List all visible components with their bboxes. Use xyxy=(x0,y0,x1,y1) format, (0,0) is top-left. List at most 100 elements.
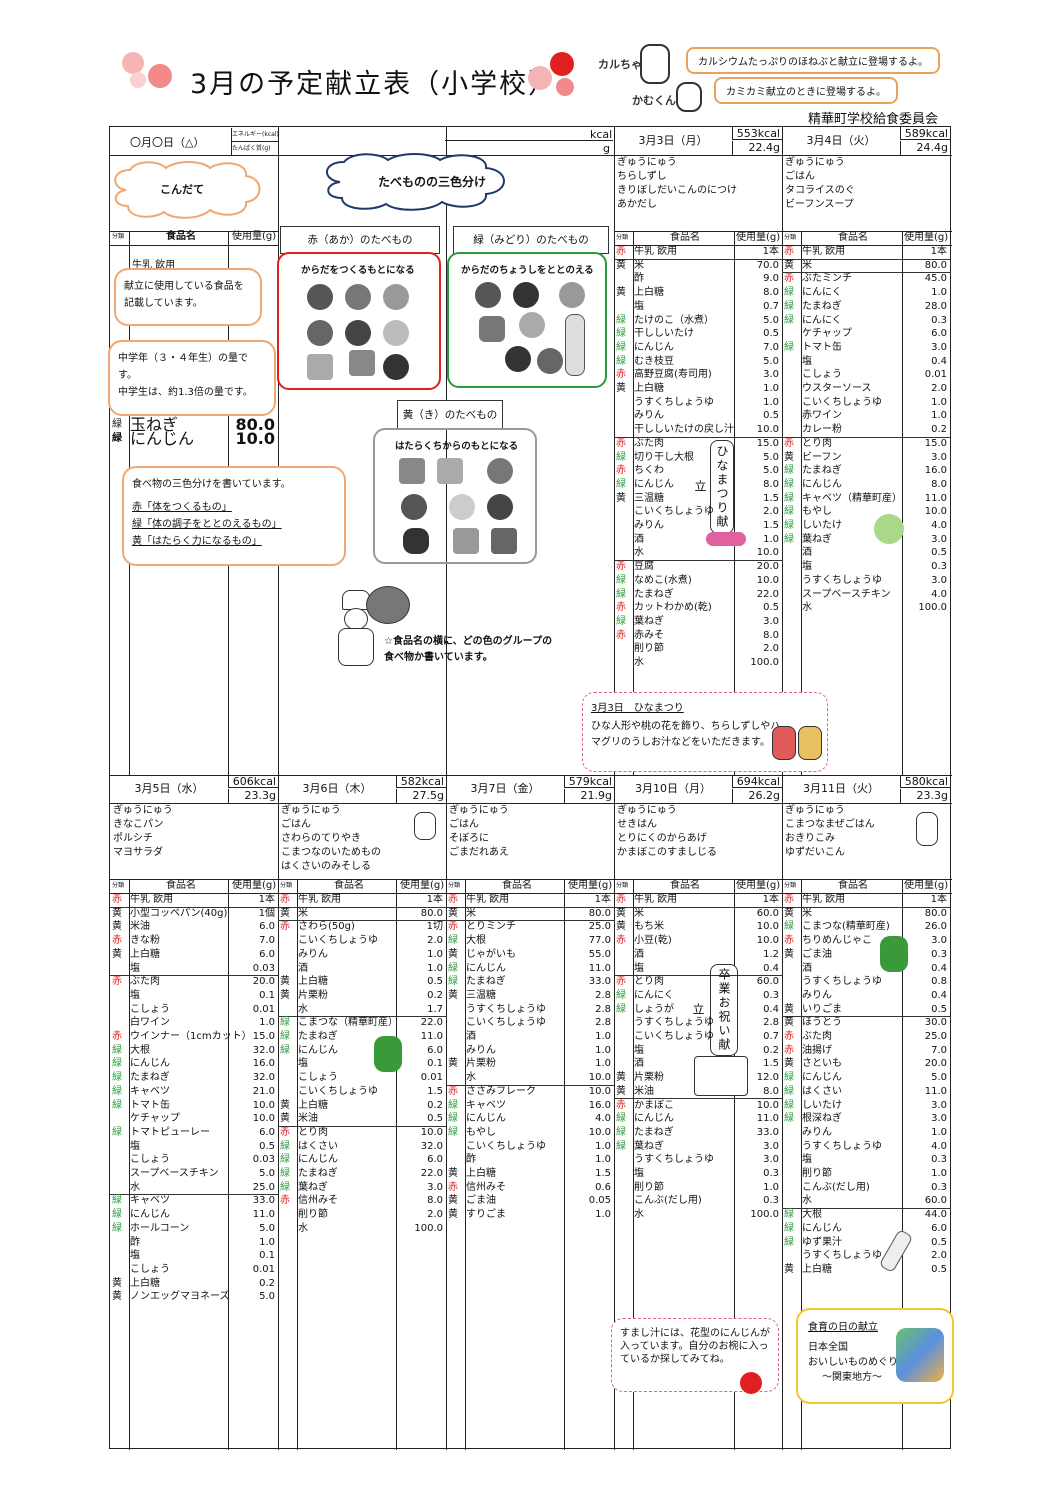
ingredient-name: にんじん xyxy=(298,1044,338,1056)
ingredient-name: 上白糖 xyxy=(634,383,664,394)
ingredient-name: ホールコーン xyxy=(130,1222,190,1234)
ingredient-qty: 0.5 xyxy=(259,1140,275,1152)
ingredient-qty: 3.0 xyxy=(931,533,947,545)
ingredient-name: 大根 xyxy=(802,1209,822,1221)
ingredient-name: にんじん xyxy=(466,962,506,974)
ingredient-name: 葉ねぎ xyxy=(298,1181,328,1193)
day-date: 3月11日（火） xyxy=(803,782,879,795)
ingredient-group: 黄 xyxy=(448,948,458,960)
ingredient-group: 緑 xyxy=(616,355,626,367)
ingredient-name: キャベツ xyxy=(130,1195,170,1207)
ingredient-qty: 77.0 xyxy=(588,935,611,947)
ingredient-row: 赤ウインナー（1cmカット）15.0 xyxy=(110,1030,278,1044)
ingredient-name: 小型コッペパン(40g) xyxy=(130,907,228,919)
legend-energy-label: エネルギー(kcal) xyxy=(231,128,279,142)
ingredient-qty: 33.0 xyxy=(756,1126,779,1138)
ingredient-qty: 1.5 xyxy=(763,1058,779,1070)
diploma-icon xyxy=(694,1056,748,1096)
ingredient-name: にんじん xyxy=(466,1113,506,1125)
ingredient-name: ウインナー（1cmカット） xyxy=(130,1031,252,1042)
ingredient-name: 小豆(乾) xyxy=(634,935,672,947)
ingredient-name: たまねぎ xyxy=(298,1031,338,1042)
col-food: 食品名 xyxy=(334,880,364,891)
potato-icon xyxy=(487,458,513,484)
ingredient-group: 赤 xyxy=(112,894,122,905)
tofu-icon xyxy=(307,354,333,380)
shokuiku-title: 食育の日の献立 xyxy=(808,1322,878,1333)
bubble-colors-red: 赤「体をつくるもの」 xyxy=(132,502,232,513)
ingredient-name: 上白糖 xyxy=(466,1168,496,1179)
ingredient-group: 緑 xyxy=(112,1195,122,1207)
yellow-group-title: 黄（き）のたべもの xyxy=(397,400,503,430)
ingredient-name: 干ししいたけの戻し汁 xyxy=(634,424,734,436)
ingredient-group: 緑 xyxy=(280,1017,290,1029)
ingredient-name: こいくちしょうゆ xyxy=(634,506,714,518)
ingredient-name: 塩 xyxy=(130,1250,140,1262)
ingredient-group: 黄 xyxy=(784,1017,794,1029)
ingredient-qty: 1本 xyxy=(258,894,275,905)
ingredient-qty: 0.05 xyxy=(588,1195,611,1207)
ingredient-name: 水 xyxy=(130,1181,140,1193)
mascot1-box: カルシウムたっぷりのほねぶと献立に登場するよ。 xyxy=(686,47,940,74)
ingredient-name: しょうが xyxy=(634,1003,674,1015)
menu-item: きりぼしだいこんのにつけ xyxy=(617,185,737,196)
ingredient-qty: 0.4 xyxy=(763,962,779,974)
ingredient-qty: 7.0 xyxy=(763,341,779,353)
ingredient-group: 緑 xyxy=(112,1099,122,1111)
ingredient-name: キャベツ xyxy=(130,1085,170,1097)
ingredient-qty: 0.3 xyxy=(763,1195,779,1207)
ingredient-group: 緑 xyxy=(784,1072,794,1084)
ingredient-name: 削り節 xyxy=(634,643,664,655)
ingredient-qty: 11.0 xyxy=(924,492,947,504)
ingredient-qty: 0.7 xyxy=(763,300,779,312)
col-group: 分類 xyxy=(616,882,629,889)
ingredient-name: ぶた肉 xyxy=(130,976,160,988)
menu-item: かまぼこのすましじる xyxy=(617,847,717,858)
menu-item: ぎゅうにゅう xyxy=(617,157,677,168)
ingredient-group: 赤 xyxy=(784,273,794,285)
ingredient-qty: 5.0 xyxy=(259,1168,275,1179)
ingredient-group: 緑 xyxy=(616,588,626,600)
kanto-map-icon xyxy=(896,1328,944,1382)
ingredient-name: はくさい xyxy=(298,1140,338,1152)
ingredient-name: しいたけ xyxy=(802,1099,842,1111)
day-date: 3月4日（火） xyxy=(806,134,876,147)
ingredient-name: 水 xyxy=(298,1222,308,1234)
ingredient-qty: 4.0 xyxy=(931,520,947,531)
ingredient-name: にんじん xyxy=(634,478,674,490)
ingredient-row: 赤高野豆腐(寿司用)3.0 xyxy=(614,368,782,382)
day-col-head: 分類食品名使用量(g) xyxy=(110,879,278,893)
ingredient-name: にんじん xyxy=(130,1058,170,1070)
ingredient-name: 白ワイン xyxy=(130,1017,170,1029)
ingredient-name: ウスターソース xyxy=(802,383,872,394)
ingredient-qty: 30.0 xyxy=(924,1017,947,1029)
ingredient-qty: 6.0 xyxy=(259,948,275,960)
day-menu-list: ぎゅうにゅうきなこパンポルシチマヨサラダ xyxy=(113,804,275,860)
ingredient-name: とりミンチ xyxy=(466,921,516,933)
col-amount: 使用量(g) xyxy=(568,880,613,891)
ingredient-name: にんじん xyxy=(298,1154,338,1166)
ingredient-qty: 1.0 xyxy=(931,1126,947,1138)
